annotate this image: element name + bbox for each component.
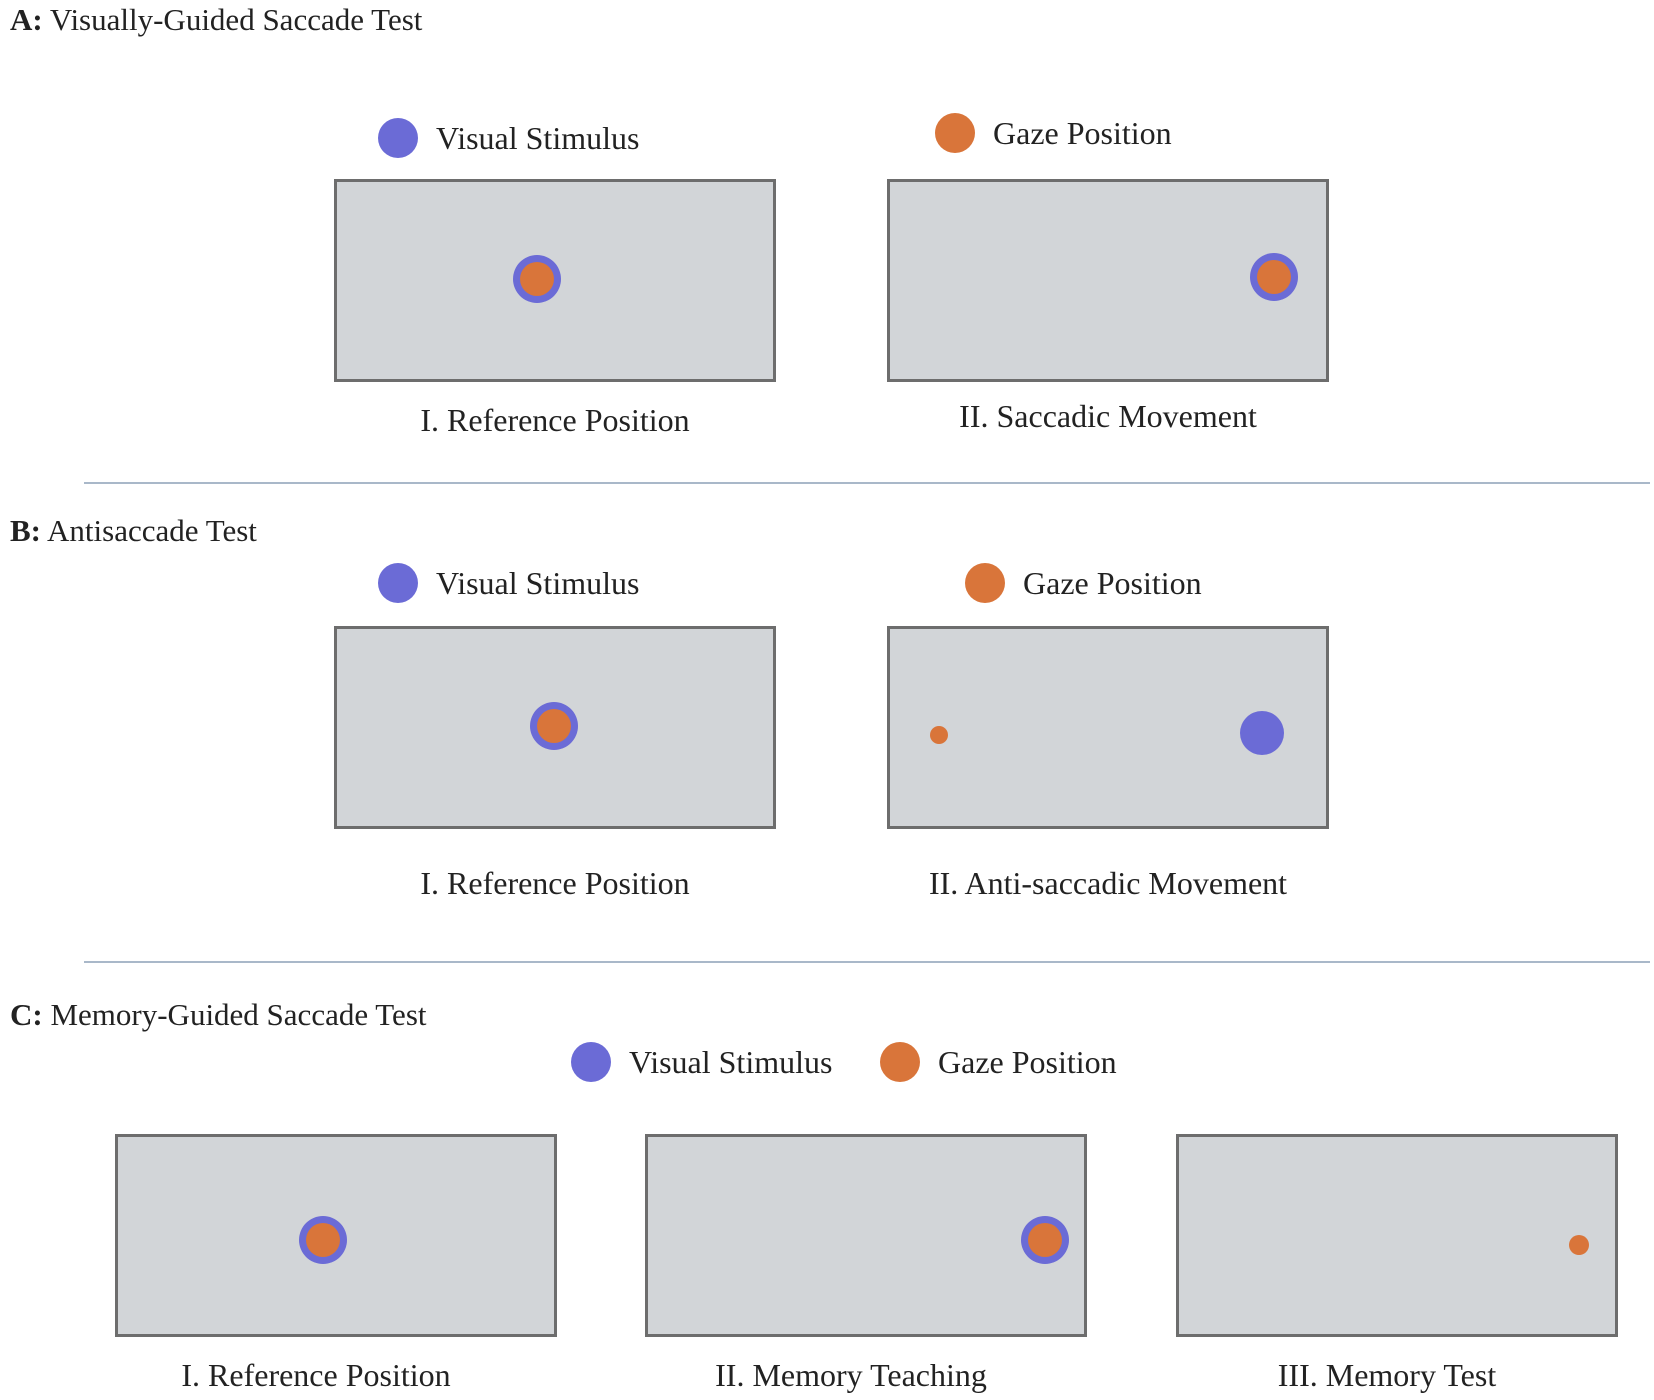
legend-gaze-label: Gaze Position: [938, 1043, 1117, 1080]
panel-c-reference: [115, 1134, 557, 1337]
stimulus-marker: [1240, 711, 1284, 755]
panel-c-memory-teaching-caption: II. Memory Teaching: [715, 1357, 987, 1393]
section-c-legend-gaze: Gaze Position: [880, 1042, 1117, 1082]
section-a-title: A: Visually-Guided Saccade Test: [10, 2, 422, 38]
section-b-letter: B:: [10, 513, 41, 548]
stimulus-gaze-overlap-marker: [306, 1223, 340, 1257]
section-divider: [84, 482, 1650, 484]
section-a-legend-stimulus: Visual Stimulus: [378, 118, 639, 158]
section-b-legend-gaze: Gaze Position: [965, 563, 1202, 603]
legend-stimulus-label: Visual Stimulus: [629, 1043, 833, 1080]
section-c-legend-stimulus: Visual Stimulus: [571, 1042, 832, 1082]
section-c-title: C: Memory-Guided Saccade Test: [10, 997, 427, 1033]
section-divider: [84, 961, 1650, 963]
section-a-name: Visually-Guided Saccade Test: [49, 2, 423, 37]
panel-a-saccadic-caption: II. Saccadic Movement: [959, 398, 1257, 434]
section-c-name: Memory-Guided Saccade Test: [50, 997, 427, 1032]
panel-c-memory-test-caption: III. Memory Test: [1277, 1357, 1497, 1393]
legend-stimulus-label: Visual Stimulus: [436, 119, 640, 156]
panel-a-saccadic: [887, 179, 1329, 382]
section-b-name: Antisaccade Test: [47, 513, 257, 548]
panel-b-reference-caption: I. Reference Position: [420, 865, 690, 901]
stimulus-dot-icon: [378, 118, 418, 158]
panel-a-reference-caption: I. Reference Position: [420, 402, 690, 438]
gaze-marker: [930, 726, 948, 744]
section-a-letter: A:: [10, 2, 43, 37]
panel-c-memory-teaching: [645, 1134, 1087, 1337]
stimulus-gaze-overlap-marker: [1028, 1223, 1062, 1257]
legend-gaze-label: Gaze Position: [993, 114, 1172, 151]
gaze-marker: [1569, 1235, 1589, 1255]
stimulus-gaze-overlap-marker: [537, 709, 571, 743]
panel-c-memory-test: [1176, 1134, 1618, 1337]
section-c-letter: C:: [10, 997, 43, 1032]
panel-c-reference-caption: I. Reference Position: [181, 1357, 451, 1393]
section-b-legend-stimulus: Visual Stimulus: [378, 563, 639, 603]
stimulus-gaze-overlap-marker: [520, 262, 554, 296]
gaze-dot-icon: [935, 113, 975, 153]
stimulus-dot-icon: [378, 563, 418, 603]
section-a-legend-gaze: Gaze Position: [935, 113, 1172, 153]
gaze-dot-icon: [880, 1042, 920, 1082]
panel-b-reference: [334, 626, 776, 829]
stimulus-gaze-overlap-marker: [1257, 260, 1291, 294]
section-b-title: B: Antisaccade Test: [10, 513, 257, 549]
gaze-dot-icon: [965, 563, 1005, 603]
panel-b-antisaccadic-caption: II. Anti-saccadic Movement: [928, 865, 1288, 901]
legend-gaze-label: Gaze Position: [1023, 564, 1202, 601]
panel-a-reference: [334, 179, 776, 382]
legend-stimulus-label: Visual Stimulus: [436, 564, 640, 601]
panel-b-antisaccadic: [887, 626, 1329, 829]
stimulus-dot-icon: [571, 1042, 611, 1082]
